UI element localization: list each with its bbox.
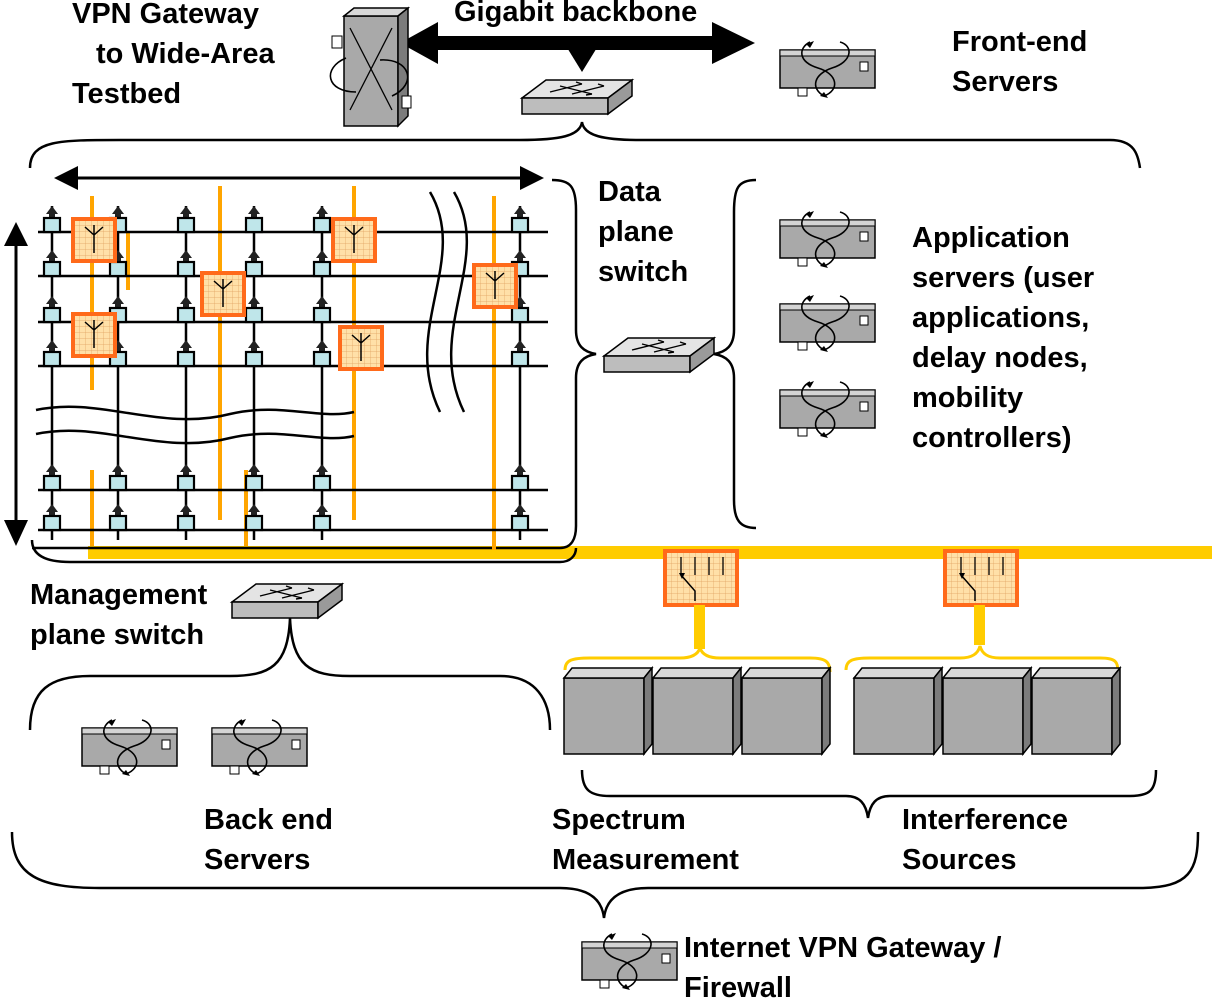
spectrum-rack-icons <box>563 667 831 755</box>
back-end-brace <box>28 617 552 731</box>
back-end-line-1: Back end <box>204 804 333 836</box>
data-plane-line-3: switch <box>598 256 689 288</box>
app-servers-line-1: Application <box>912 222 1070 254</box>
front-end-server-icon <box>779 40 876 99</box>
data-plane-line-1: Data <box>598 176 661 208</box>
back-end-server-icons <box>81 718 308 777</box>
front-end-line-2: Servers <box>952 66 1059 98</box>
front-end-servers-label: Front-end Servers <box>952 22 1087 102</box>
app-servers-line-6: controllers) <box>912 422 1072 454</box>
internet-vpn-line-1: Internet VPN Gateway / <box>684 932 1002 964</box>
management-plane-switch-label: Management plane switch <box>30 575 207 655</box>
vpn-gateway-rack <box>329 6 412 128</box>
app-servers-line-2: servers (user <box>912 262 1095 294</box>
application-server-icons <box>779 210 876 439</box>
data-plane-switch-icon <box>603 337 715 373</box>
vpn-gateway-line-1: VPN Gateway <box>72 0 259 30</box>
data-plane-line-2: plane <box>598 216 674 248</box>
internet-vpn-line-2: Firewall <box>684 972 792 1004</box>
radio-nodes <box>71 217 518 371</box>
app-servers-line-5: mobility <box>912 382 1024 414</box>
internet-vpn-gateway-server-icon <box>581 932 678 991</box>
interference-line-2: Sources <box>902 844 1017 876</box>
management-line-1: Management <box>30 579 208 611</box>
grid-break-marks <box>35 191 469 445</box>
app-servers-line-3: applications, <box>912 302 1090 334</box>
application-servers-label: Application servers (user applications, … <box>912 218 1094 458</box>
spectrum-line-2: Measurement <box>552 844 739 876</box>
backbone-switch-icon <box>521 79 633 115</box>
interference-radio-switch-icon <box>943 549 1019 645</box>
gigabit-backbone-arrow <box>400 22 755 72</box>
vpn-gateway-line-2: to Wide-Area <box>96 38 275 70</box>
grid-right-brace <box>551 178 597 526</box>
management-plane-switch-icon <box>231 583 343 619</box>
data-plane-switch-label: Data plane switch <box>598 172 688 292</box>
interference-line-1: Interference <box>902 804 1069 836</box>
vpn-gateway-label: VPN Gateway to Wide-Area Testbed <box>72 0 275 114</box>
bottom-brace <box>10 831 1200 919</box>
app-servers-line-4: delay nodes, <box>912 342 1088 374</box>
top-brace <box>28 121 1142 169</box>
spectrum-line-1: Spectrum <box>552 804 686 836</box>
gigabit-backbone-label: Gigabit backbone <box>454 0 697 32</box>
app-servers-brace <box>713 178 757 530</box>
interference-sources-label: Interference Sources <box>902 800 1068 880</box>
interference-rack-icons <box>853 667 1121 755</box>
internet-vpn-gateway-label: Internet VPN Gateway / Firewall <box>684 928 1002 1008</box>
yellow-braces <box>563 643 1120 673</box>
spectrum-measurement-label: Spectrum Measurement <box>552 800 739 880</box>
back-end-line-2: Servers <box>204 844 311 876</box>
gigabit-backbone-text: Gigabit backbone <box>454 0 698 28</box>
spectrum-radio-switch-icon <box>663 549 739 649</box>
vpn-gateway-line-3: Testbed <box>72 78 182 110</box>
front-end-line-1: Front-end <box>952 26 1088 58</box>
antenna-poles <box>90 186 496 550</box>
grid-frame <box>4 166 578 564</box>
spectrum-interference-brace <box>580 769 1158 819</box>
back-end-servers-label: Back end Servers <box>204 800 333 880</box>
management-line-2: plane switch <box>30 619 205 651</box>
